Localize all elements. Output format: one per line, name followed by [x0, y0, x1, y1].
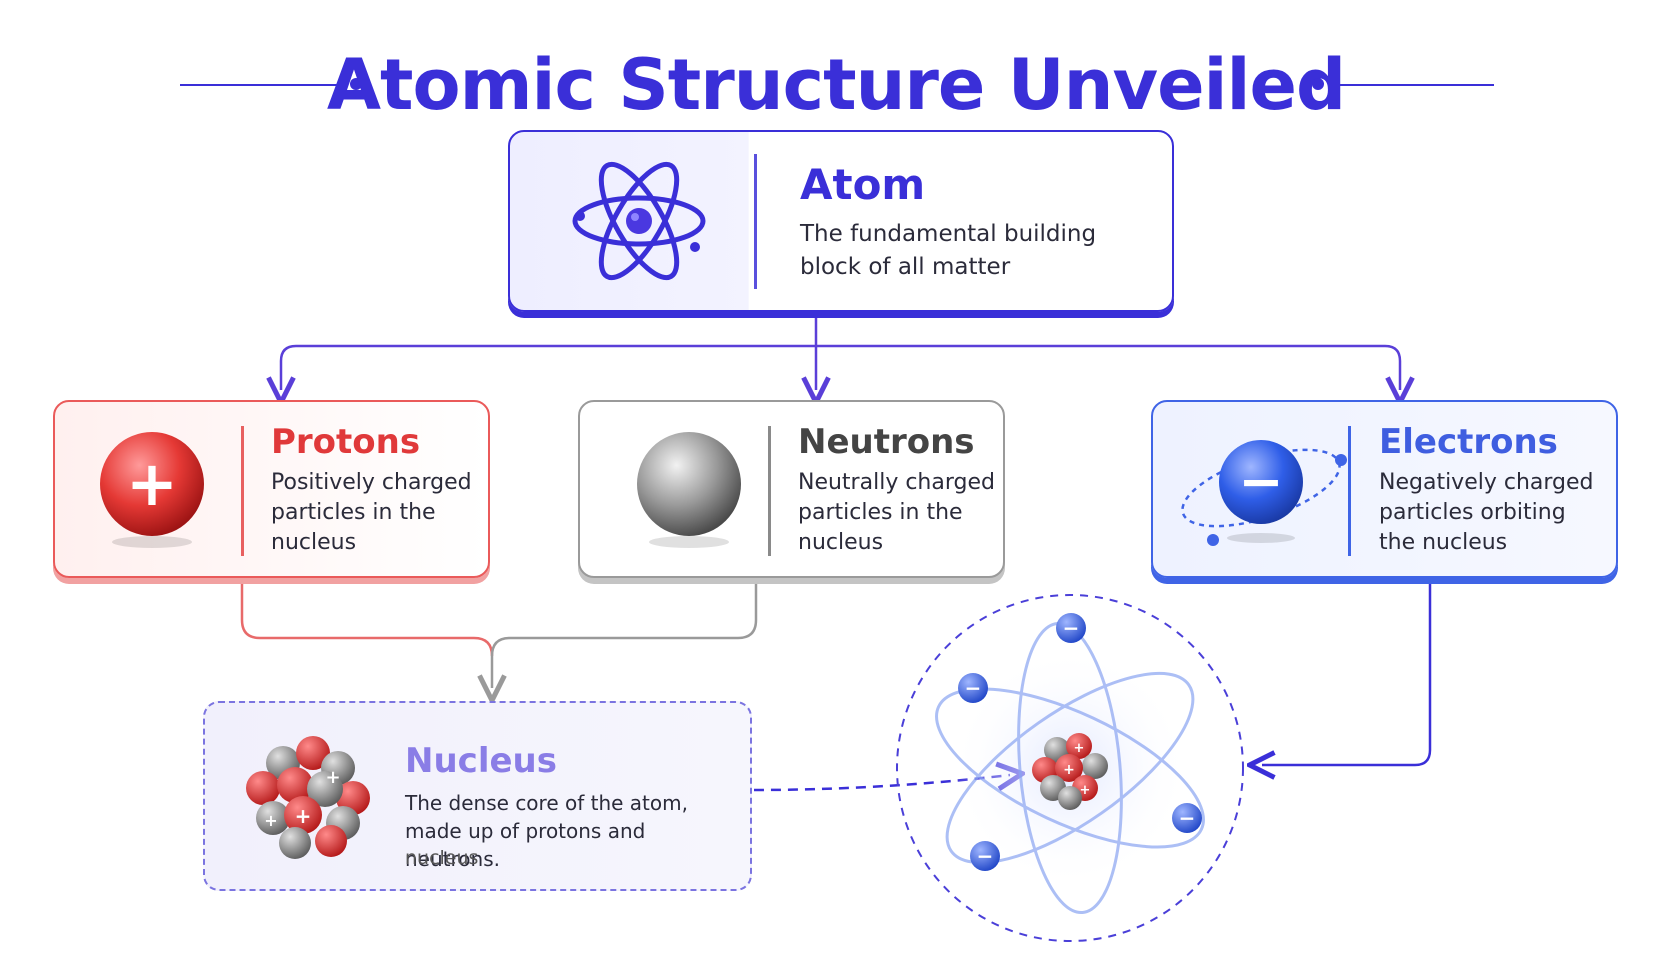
protons-card: + Protons Positively charged particles i…	[53, 400, 490, 578]
proton-symbol: +	[126, 447, 178, 520]
proton-sphere-icon: +	[100, 432, 204, 548]
electrons-card: − Electrons Negatively charged particles…	[1151, 400, 1618, 578]
model-electron-3-symbol: −	[1179, 806, 1196, 830]
nucleus-cluster-icon: + + +	[246, 736, 370, 859]
neutrons-heading: Neutrons	[798, 422, 975, 462]
nucleus-plus-2: +	[295, 804, 312, 828]
page-title: Atomic Structure Unveiled	[326, 44, 1346, 126]
title-bar: Atomic Structure Unveiled	[0, 18, 1672, 126]
protons-divider	[241, 426, 244, 556]
neutron-sphere-icon	[637, 432, 741, 548]
nucleus-merge-connector	[240, 584, 758, 688]
title-dot-right	[1312, 78, 1324, 90]
electrons-description: Negatively charged particles orbiting th…	[1379, 470, 1594, 555]
neutrons-description: Neutrally charged particles in the nucle…	[798, 470, 995, 555]
neutrons-divider	[768, 426, 771, 556]
model-plus-1: +	[1074, 741, 1085, 756]
model-nucleus: + + +	[1032, 733, 1108, 810]
atom-card: Atom The fundamental building block of a…	[508, 130, 1174, 312]
title-rule-right	[1336, 84, 1494, 86]
title-rule-left	[180, 84, 338, 86]
model-electrons: − − − −	[958, 613, 1202, 871]
atom-model-illustration: + + + − − − −	[896, 594, 1244, 942]
nucleus-heading: Nucleus	[405, 741, 557, 781]
electron-symbol: −	[1238, 450, 1283, 513]
electron-orbit-connector	[1262, 584, 1432, 765]
model-electron-4-symbol: −	[977, 844, 994, 868]
nucleus-sublabel: nucleus	[405, 847, 479, 869]
neutrons-card: Neutrons Neutrally charged particles in …	[578, 400, 1005, 578]
model-plus-2: +	[1063, 762, 1075, 778]
model-electron-2-symbol: −	[965, 676, 982, 700]
nucleus-card: + + + Nucleus The dense core of the atom…	[203, 701, 752, 891]
atom-description: The fundamental building block of all ma…	[800, 221, 1097, 280]
protons-description: Positively charged particles in the nucl…	[271, 470, 472, 555]
electrons-heading: Electrons	[1379, 422, 1558, 462]
nucleus-description: The dense core of the atom, made up of p…	[405, 791, 688, 871]
atom-divider	[754, 154, 757, 289]
atom-icon	[572, 161, 706, 281]
nucleus-plus-1: +	[325, 767, 340, 788]
nucleus-plus-3: +	[264, 811, 277, 830]
protons-heading: Protons	[271, 422, 421, 462]
atom-heading: Atom	[800, 160, 926, 209]
atom-branch-connector	[281, 312, 1400, 390]
model-electron-1-symbol: −	[1063, 616, 1080, 640]
electrons-divider	[1348, 426, 1351, 556]
model-plus-3: +	[1080, 783, 1091, 798]
electron-sphere-icon: −	[1181, 440, 1347, 546]
title-dot-left	[350, 78, 362, 90]
